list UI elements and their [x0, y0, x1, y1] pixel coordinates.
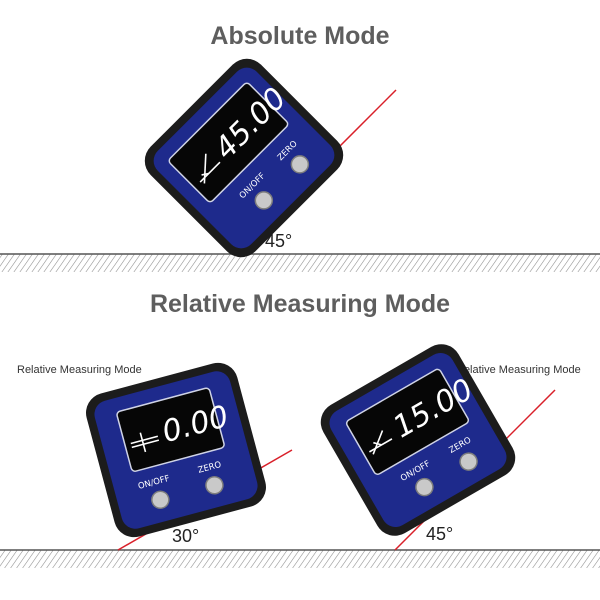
device-right: 15.00 ZERO ON/OFF — [320, 344, 516, 536]
on-off-button[interactable] — [413, 475, 436, 498]
angle-label-top: 45° — [265, 231, 292, 251]
device-top: 45.00 ZERO ON/OFF — [144, 58, 344, 258]
absolute-mode-title: Absolute Mode — [210, 22, 390, 50]
left-caption: Relative Measuring Mode — [17, 364, 142, 376]
tilt-icon — [369, 430, 393, 455]
angle-label-left: 30° — [172, 526, 199, 546]
on-off-button[interactable] — [150, 489, 171, 510]
lcd-screen — [116, 387, 225, 472]
on-off-button[interactable] — [252, 188, 276, 212]
ground-top — [0, 253, 600, 272]
tilt-icon — [199, 153, 221, 184]
tilt-icon — [130, 432, 160, 453]
lcd-screen — [168, 82, 289, 203]
zero-button[interactable] — [457, 450, 480, 473]
relative-mode-title: Relative Measuring Mode — [149, 290, 451, 318]
device-left: 0.00 ZERO ON/OFF — [86, 362, 266, 538]
angle-label-right: 45° — [426, 524, 453, 544]
ground-bottom — [0, 549, 600, 568]
zero-button[interactable] — [204, 475, 225, 496]
zero-button[interactable] — [288, 152, 312, 176]
right-caption: Relative Measuring Mode — [456, 364, 581, 376]
